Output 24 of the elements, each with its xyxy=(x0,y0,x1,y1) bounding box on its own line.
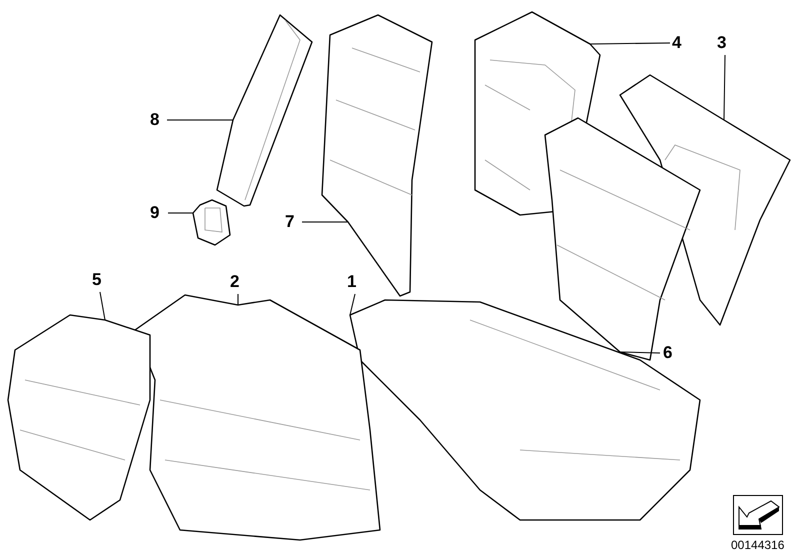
seat-cushion-drawing xyxy=(134,294,381,541)
callout-number: 8 xyxy=(150,109,160,131)
leader-line xyxy=(168,212,194,214)
callout-number: 5 xyxy=(92,269,102,291)
callout-number: 7 xyxy=(285,211,294,233)
callout-number: 3 xyxy=(717,32,726,54)
callout-number: 2 xyxy=(230,271,240,293)
trim-cap-drawing xyxy=(192,199,231,246)
callout-number: 1 xyxy=(347,271,356,293)
backrest-bolster-drawing xyxy=(216,14,313,207)
leader-line xyxy=(350,294,356,316)
leader-line xyxy=(100,292,106,320)
leader-line xyxy=(590,42,670,44)
backrest-cover-drawing xyxy=(544,117,701,361)
leader-line xyxy=(724,54,726,120)
callout-number: 9 xyxy=(150,202,160,224)
backrest-frame-drawing xyxy=(619,74,791,326)
leader-line xyxy=(620,352,660,354)
seat-cushion-drawing xyxy=(7,314,151,521)
seat-frame-drawing xyxy=(349,299,701,521)
callout-number: 6 xyxy=(663,342,672,364)
callout-number: 4 xyxy=(672,32,682,54)
backrest-cover-drawing xyxy=(321,14,433,297)
drawing-number: 00144316 xyxy=(731,537,784,553)
